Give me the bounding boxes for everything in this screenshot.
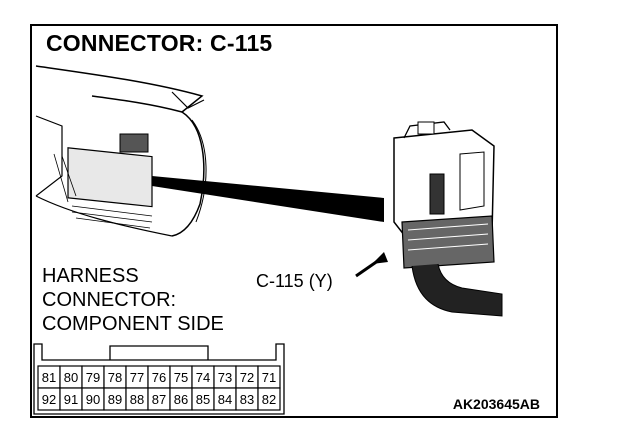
pin-number: 71 (262, 370, 276, 385)
leader-beam (152, 176, 384, 222)
pin-number: 76 (152, 370, 166, 385)
vehicle-illustration (35, 65, 503, 317)
harness-label-line: CONNECTOR: (42, 289, 177, 311)
pin-number: 78 (108, 370, 122, 385)
pin-number: 82 (262, 392, 276, 407)
figure-code: AK203645AB (452, 396, 540, 412)
pin-number: 75 (174, 370, 188, 385)
pin-number: 91 (64, 392, 78, 407)
harness-label-line: HARNESS (42, 265, 139, 287)
pin-number: 86 (174, 392, 188, 407)
pin-number: 89 (108, 392, 122, 407)
pin-number: 84 (218, 392, 232, 407)
pin-cell (257, 387, 281, 411)
connector-callout-label: C-115 (Y) (256, 271, 333, 291)
harness-label-line: COMPONENT SIDE (42, 313, 224, 335)
connector-c115-drawing (393, 121, 503, 317)
pin-number: 72 (240, 370, 254, 385)
pin-number: 85 (196, 392, 210, 407)
pin-number: 73 (218, 370, 232, 385)
connector-latch (109, 345, 209, 360)
callout-arrow-head (372, 252, 388, 264)
dashboard-outline (35, 65, 204, 113)
connector-housing (33, 343, 285, 415)
pin-number: 77 (130, 370, 144, 385)
pin-number: 79 (86, 370, 100, 385)
connector-pinout: 81 80 79 78 77 76 75 74 73 72 71 92 91 90 89 88 87 86 85 84… (33, 343, 285, 415)
harness-label: HARNESS CONNECTOR: COMPONENT SIDE (42, 264, 224, 336)
diagram-frame: CONNECTOR: C-115 (30, 24, 558, 418)
pin-number: 83 (240, 392, 254, 407)
pin-number: 74 (196, 370, 210, 385)
pin-number: 80 (64, 370, 78, 385)
pin-number: 92 (42, 392, 56, 407)
pin-number: 87 (152, 392, 166, 407)
pin-number: 88 (130, 392, 144, 407)
diagram-title: CONNECTOR: C-115 (46, 30, 273, 56)
pin-number: 81 (42, 370, 56, 385)
pin-number: 90 (86, 392, 100, 407)
